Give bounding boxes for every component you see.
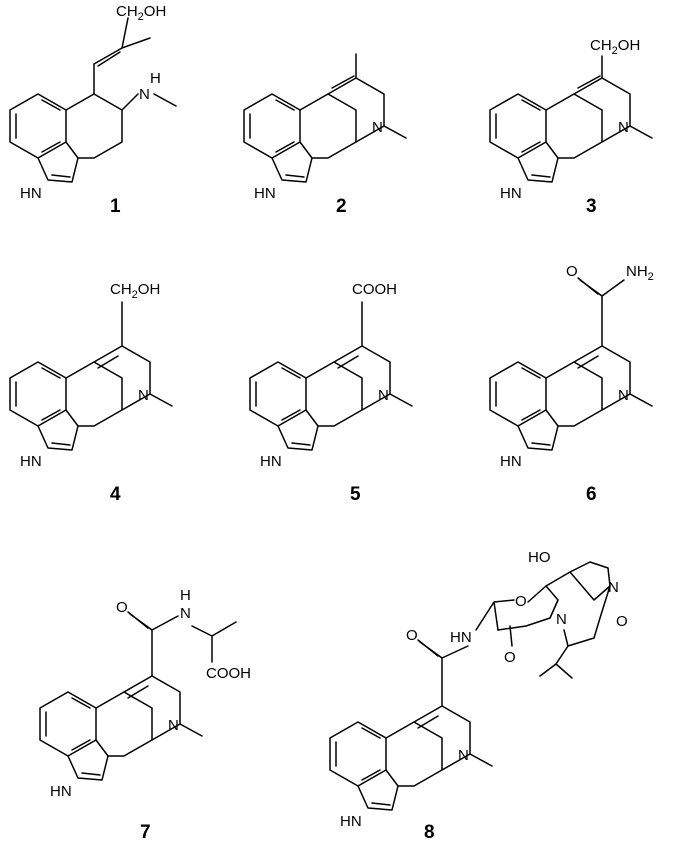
oxygen-label: O [406,627,418,644]
amide-n-label: N [556,611,567,628]
compound-7: O N H COOH N HN [39,587,251,800]
carbonyl-oxygen-label: O [616,613,628,630]
compound-number: 4 [110,484,121,505]
benzene-ring [9,93,67,159]
compound-number: 3 [586,196,597,217]
carboxyl-label: COOH [206,665,251,682]
amine-h-label: H [150,70,161,87]
amine-label: N [618,119,629,136]
pyrrolidine-n-label: N [608,579,619,596]
indole-nh-label: HN [254,185,276,202]
indole-nh-label: HN [260,453,282,470]
amine-label: N [139,86,150,103]
compound-number: 1 [110,196,121,217]
oxygen-label: O [116,599,128,616]
substituent-label: COOH [352,281,397,298]
amine-label: N [372,119,383,136]
substituent-label: CH2OH [116,3,166,23]
compound-number: 6 [586,484,597,505]
amine-label: N [378,387,389,404]
amide-h-label: H [180,587,191,604]
hydroxyl-label: HO [528,549,551,566]
indole-nh-label: HN [340,813,362,830]
indole-nh-label: HN [20,453,42,470]
compound-5: COOH N HN [249,281,413,470]
amide-nh-label: HN [450,629,472,646]
compound-8: O HN HO O N N O O N HN [329,549,628,830]
compound-number: 7 [140,822,151,843]
compound-3: CH2OH N HN [489,37,653,202]
indole-nh-label: HN [500,453,522,470]
compound-2: N HN [243,53,407,202]
amine-label: N [168,717,179,734]
compound-number: 5 [350,484,361,505]
compound-number: 2 [336,196,347,217]
indole-nh-label: HN [20,185,42,202]
amine-label: N [138,387,149,404]
compound-1: N H CH2OH HN [9,3,177,202]
compound-6: O NH2 N HN [489,263,654,470]
ring-oxygen-label: O [515,593,527,610]
oxygen-label: O [566,263,578,280]
carbonyl-oxygen-label: O [504,649,516,666]
substituent-label: CH2OH [110,281,160,301]
substituent-label: CH2OH [590,37,640,57]
indole-nh-label: HN [500,185,522,202]
compound-4: CH2OH N HN [9,281,173,470]
amine-label: N [618,387,629,404]
amide-n-label: N [180,605,191,622]
amine-label: N [458,747,469,764]
compound-number: 8 [424,822,435,843]
substituent-label: NH2 [626,263,654,283]
indole-nh-label: HN [50,783,72,800]
